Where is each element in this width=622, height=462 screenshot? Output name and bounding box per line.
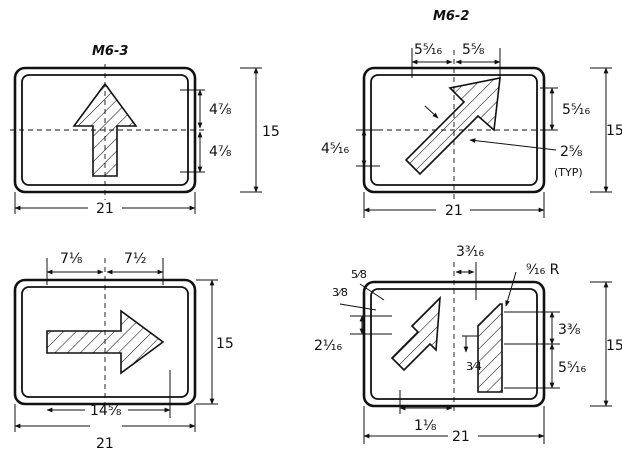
sign-m6-4-height: 15 — [606, 338, 622, 354]
sign-m6-1-width: 21 — [96, 436, 114, 452]
sign-m6-4-dim-f: 3⁄4 — [466, 360, 482, 373]
sign-m6-4-dim-g: 1⅛ — [414, 418, 437, 434]
sign-m6-1-height: 15 — [216, 336, 234, 352]
sign-m6-3: M6-3 4⅞ 4⅞ 15 21 — [10, 44, 280, 217]
sign-m6-4-bar — [477, 303, 503, 393]
sign-m6-2-height: 15 — [606, 123, 622, 139]
sign-m6-3-height: 15 — [262, 124, 280, 140]
sign-m6-1-right-arrow — [46, 309, 165, 375]
sign-m6-1-dim-top-left: 7⅛ — [60, 251, 83, 267]
sign-m6-1-dim-top-right: 7½ — [124, 251, 146, 267]
sign-m6-3-dim-upper: 4⅞ — [209, 102, 232, 118]
sign-m6-2-title: M6-2 — [433, 9, 469, 24]
sign-m6-2-dim-left-top: 5⁵⁄₁₆ — [414, 42, 442, 58]
sign-m6-2-typ-note: (TYP) — [554, 166, 583, 179]
sign-m6-2-dim-right-top: 5⅝ — [462, 42, 485, 58]
sign-m6-1-dim-bottom: 14⅝ — [90, 403, 122, 419]
sign-m6-2-dim-typ: 2⅝ — [560, 144, 583, 160]
sign-m6-4-left-arrow — [390, 295, 441, 372]
sign-m6-4-dim-e: 5⁵⁄₁₆ — [558, 360, 586, 376]
sign-m6-3-dim-lower: 4⅞ — [209, 144, 232, 160]
sign-m6-2-diagonal-arrow — [404, 77, 501, 176]
sign-m6-4: 3³⁄₁₆ ⁹⁄₁₆ R 5⁄8 3⁄8 2¹⁄₁₆ 3⅜ 5⁵⁄₁₆ 3⁄4 … — [314, 244, 622, 445]
sign-m6-4-dim-radius: ⁹⁄₁₆ R — [526, 262, 560, 278]
sign-m6-2-dim-left-side: 4⁵⁄₁₆ — [321, 141, 349, 157]
sign-m6-4-dim-a: 5⁄8 — [351, 268, 367, 281]
sign-m6-3-up-arrow — [72, 82, 138, 177]
sign-m6-2-width: 21 — [445, 203, 463, 219]
sign-m6-4-dim-b: 3⁄8 — [332, 286, 348, 299]
sign-m6-4-dim-c: 2¹⁄₁₆ — [314, 338, 342, 354]
sign-m6-3-width: 21 — [96, 201, 114, 217]
sign-m6-2: M6-2 5⁵⁄₁₆ 5⅝ 5⁵⁄₁₆ 4⁵⁄₁₆ 2⅝ (TYP) 15 — [321, 9, 622, 219]
sign-m6-2-dim-right-side: 5⁵⁄₁₆ — [562, 102, 590, 118]
sign-m6-3-title: M6-3 — [92, 44, 128, 59]
sign-m6-1: 7⅛ 7½ 14⅝ 15 21 — [13, 251, 234, 452]
sign-m6-4-width: 21 — [452, 429, 470, 445]
sign-m6-4-dim-d: 3⅜ — [558, 322, 581, 338]
sign-m6-4-dim-top-center: 3³⁄₁₆ — [456, 244, 484, 260]
